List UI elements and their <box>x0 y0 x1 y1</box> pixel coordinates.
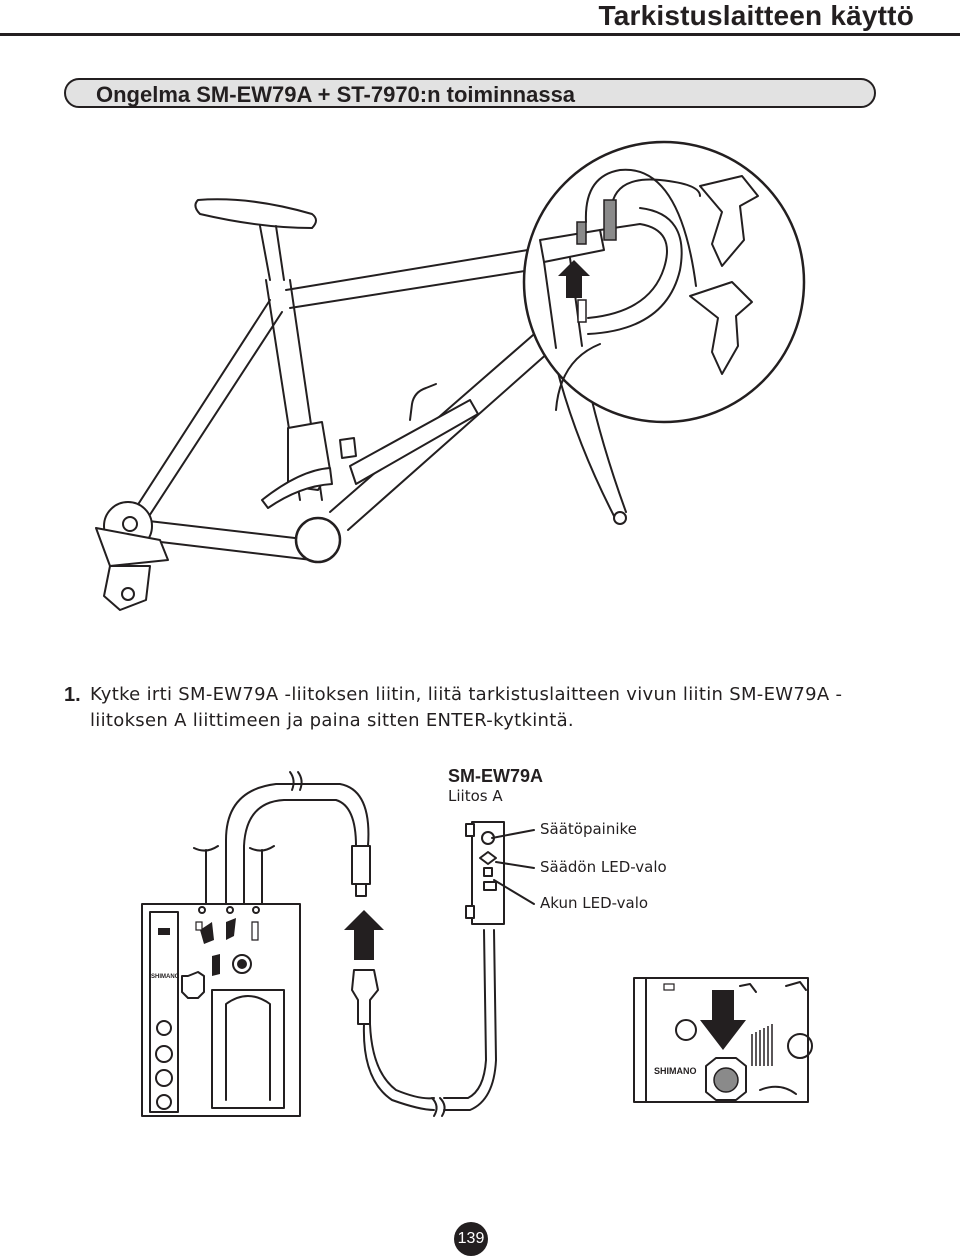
section-title: Ongelma SM-EW79A + ST-7970:n toiminnassa <box>96 82 576 107</box>
tester-brand-logo: SHIMANO <box>151 974 180 980</box>
section-title-bar: Ongelma SM-EW79A + ST-7970:n toiminnassa <box>64 78 876 108</box>
page-header-title: Tarkistuslaitteen käyttö <box>598 0 914 31</box>
page-number: 139 <box>454 1222 488 1256</box>
callout-adjust-led: Säädön LED-valo <box>540 858 667 876</box>
callout-battery-led: Akun LED-valo <box>540 894 649 912</box>
step-number: 1. <box>64 684 81 706</box>
step-text: Kytke irti SM-EW79A -liitoksen liitin, l… <box>90 684 843 731</box>
instruction-step-1: 1. Kytke irti SM-EW79A -liitoksen liitin… <box>64 682 884 734</box>
callout-adjust-button: Säätöpainike <box>540 820 637 838</box>
junction-model-label: SM-EW79A <box>448 766 544 786</box>
bicycle-frame-illustration <box>95 140 806 611</box>
zoom-brand-logo: SHIMANO <box>654 1066 697 1076</box>
junction-name-label: Liitos A <box>448 787 503 805</box>
header-rule <box>0 33 960 36</box>
